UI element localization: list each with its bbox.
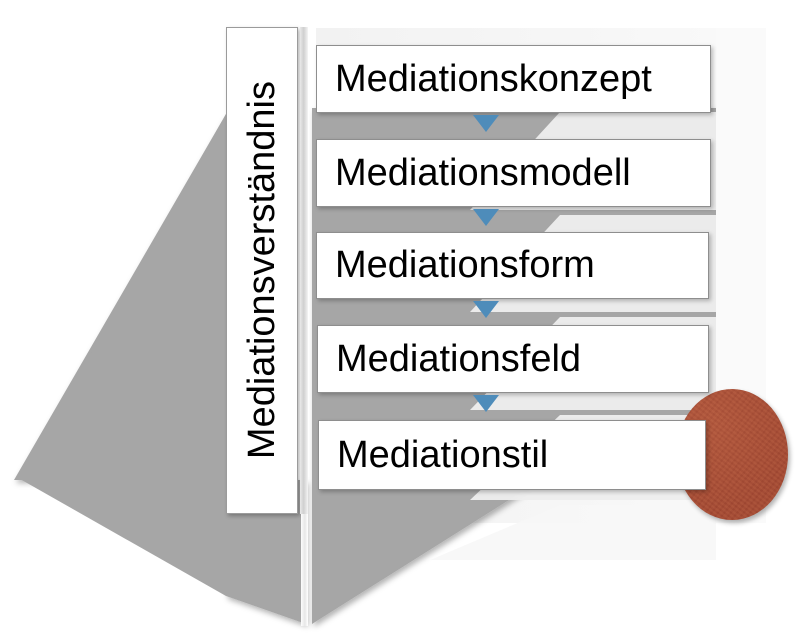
triangle-down-arrow-icon-1: [473, 115, 499, 132]
side-title-box: Mediationsverständnis: [226, 27, 298, 514]
side-title-edge: [300, 27, 308, 514]
side-title-edge-lower: [301, 514, 308, 626]
level-box-1[interactable]: Mediationskonzept: [316, 45, 711, 113]
funnel-highlight-5: [430, 505, 716, 560]
level-label-4: Mediationsfeld: [336, 337, 582, 380]
level-box-5[interactable]: Mediationstil: [318, 420, 706, 490]
triangle-down-arrow-icon-4: [473, 395, 499, 412]
level-label-3: Mediationsform: [335, 244, 595, 286]
level-label-1: Mediationskonzept: [335, 57, 652, 100]
triangle-down-arrow-icon-3: [473, 301, 499, 318]
level-label-5: Mediationstil: [337, 433, 549, 476]
level-box-3[interactable]: Mediationsform: [316, 232, 709, 299]
funnel-left-body: [20, 114, 226, 596]
red-circle: [676, 389, 788, 520]
level-box-2[interactable]: Mediationsmodell: [316, 139, 711, 207]
level-label-2: Mediationsmodell: [335, 151, 631, 194]
side-title-label: Mediationsverständnis: [241, 81, 283, 460]
level-box-4[interactable]: Mediationsfeld: [317, 325, 709, 393]
triangle-down-arrow-icon-2: [473, 209, 499, 226]
